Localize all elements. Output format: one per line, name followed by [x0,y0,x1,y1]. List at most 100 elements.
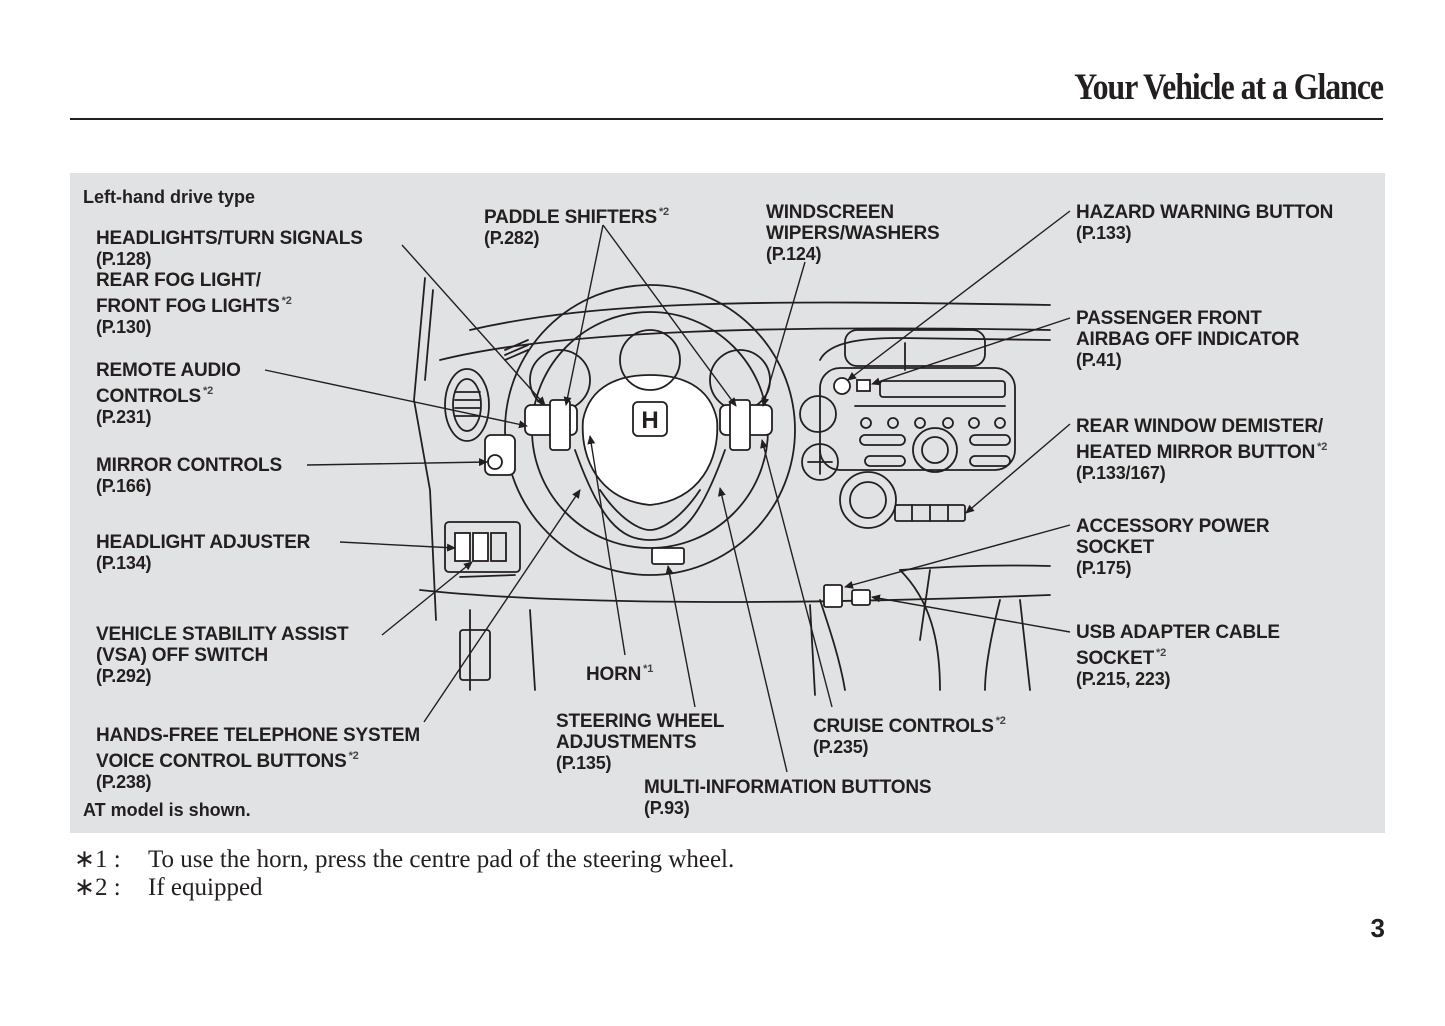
footnote-2-text: If equipped [148,874,263,901]
label-steering-adj-line1: STEERING WHEEL [556,711,725,732]
label-horn: HORN*1 [586,659,653,685]
label-usb-note: *2 [1155,647,1166,659]
label-mirror-page: (P.166) [96,476,152,496]
title-rule [70,118,1383,120]
label-headlights-page: (P.128) [96,249,152,269]
right-vent-upper [799,395,837,433]
label-demister-line1: REAR WINDOW DEMISTER/ [1076,416,1324,437]
leader-horn [587,435,626,656]
audio-unit [819,367,1016,471]
label-wipers-page: (P.124) [766,244,822,264]
footnote-1: ∗1 : To use the horn, press the centre p… [74,846,734,874]
label-usb-page: (P.215, 223) [1076,669,1171,689]
label-mirror: MIRROR CONTROLS (P.166) [96,455,282,497]
glovebox-line [899,564,1051,571]
leader-vsa [381,561,473,636]
label-accessory-page: (P.175) [1076,558,1132,578]
label-airbag-line2: AIRBAG OFF INDICATOR [1076,329,1300,350]
usb-socket [851,589,871,606]
label-handsfree-page: (P.238) [96,772,152,792]
model-note-caption: AT model is shown. [83,800,251,820]
dashboard-diagram-panel: H Left-hand drive type HEADLIGHTS/TURN S… [70,173,1385,833]
label-fog-line1: REAR FOG LIGHT/ [96,270,261,291]
upper-vent [844,329,986,367]
label-accessory-line1: ACCESSORY POWER [1076,516,1270,537]
label-remote-audio-line1: REMOTE AUDIO [96,360,241,381]
page-title: Your Vehicle at a Glance [1074,67,1384,108]
leader-headlight-adj [339,541,456,552]
label-remote-audio-page: (P.231) [96,407,152,427]
label-vsa-page: (P.292) [96,666,152,686]
console-right [984,599,1001,691]
label-airbag: PASSENGER FRONT AIRBAG OFF INDICATOR (P.… [1076,308,1299,371]
dash-lower [419,589,1051,603]
airbag-off-indicator [856,379,871,392]
label-paddle-text: PADDLE SHIFTERS [484,207,657,228]
leader-handsfree [423,489,581,723]
honda-logo: H [641,407,658,434]
label-accessory-line2: SOCKET [1076,537,1154,558]
dash-top-line [469,301,1051,331]
climate-knob [839,471,897,529]
label-accessory: ACCESSORY POWER SOCKET (P.175) [1076,516,1270,579]
label-cruise-page: (P.235) [813,737,869,757]
leader-accessory [844,524,1071,589]
leader-cruise [760,439,833,708]
leader-multi-info [717,487,788,773]
label-cruise-text: CRUISE CONTROLS [813,716,994,737]
label-cruise: CRUISE CONTROLS*2 (P.235) [813,711,1006,758]
label-paddle-page: (P.282) [484,228,540,248]
label-remote-audio-note: *2 [203,385,214,397]
label-mirror-text: MIRROR CONTROLS [96,455,282,476]
label-multi-info-text: MULTI-INFORMATION BUTTONS [644,777,932,798]
hazard-button [833,377,851,395]
label-horn-text: HORN [586,664,642,685]
steering-spoke [574,449,726,541]
footnote-2: ∗2 : If equipped [74,874,734,902]
label-headlight-adjuster: HEADLIGHT ADJUSTER (P.134) [96,532,310,574]
label-airbag-line1: PASSENGER FRONT [1076,308,1262,329]
a-pillar [413,277,437,621]
label-vsa-line2: (VSA) OFF SWITCH [96,645,269,666]
label-demister: REAR WINDOW DEMISTER/ HEATED MIRROR BUTT… [1076,416,1327,484]
label-multi-info: MULTI-INFORMATION BUTTONS (P.93) [644,777,932,819]
label-remote-audio: REMOTE AUDIO CONTROLS*2 (P.231) [96,360,241,428]
label-usb-line2: SOCKET [1076,648,1154,669]
label-steering-adj-line2: ADJUSTMENTS [556,732,697,753]
label-demister-note: *2 [1317,441,1328,453]
label-wipers-line1: WINDSCREEN [766,202,894,223]
dashboard-illustration: H [264,210,1071,773]
label-wipers-line2: WIPERS/WASHERS [766,223,940,244]
label-steering-adj-page: (P.135) [556,753,612,773]
footnote-1-text: To use the horn, press the centre pad of… [148,846,735,873]
leader-paddle-left [563,224,604,406]
label-hazard: HAZARD WARNING BUTTON (P.133) [1076,202,1333,244]
label-cruise-note: *2 [995,715,1006,727]
steering-adjust-lever [651,547,685,565]
footnotes: ∗1 : To use the horn, press the centre p… [74,846,734,902]
footnote-2-mark: ∗2 : [74,874,121,901]
label-handsfree: HANDS-FREE TELEPHONE SYSTEM VOICE CONTRO… [96,725,420,793]
leader-remote-audio [264,369,528,429]
label-horn-note: *1 [643,663,654,675]
label-headlight-adjuster-page: (P.134) [96,553,152,573]
label-paddle-note: *2 [658,206,669,218]
dash-upper-line [439,327,1051,361]
label-paddle-shifters: PADDLE SHIFTERS*2 (P.282) [484,202,669,249]
label-hazard-page: (P.133) [1076,223,1132,243]
label-hazard-text: HAZARD WARNING BUTTON [1076,202,1334,223]
label-usb: USB ADAPTER CABLE SOCKET*2 (P.215, 223) [1076,622,1280,690]
label-headlights-text: HEADLIGHTS/TURN SIGNALS [96,228,363,249]
label-handsfree-line2: VOICE CONTROL BUTTONS [96,751,347,772]
leader-paddle-right [602,224,737,407]
leader-headlights [401,244,546,406]
label-multi-info-page: (P.93) [644,798,690,818]
label-fog-line2: FRONT FOG LIGHTS [96,296,280,317]
label-demister-line2: HEATED MIRROR BUTTON [1076,442,1316,463]
label-remote-audio-line2: CONTROLS [96,386,202,407]
leader-mirror [306,458,488,467]
label-headlight-adjuster-text: HEADLIGHT ADJUSTER [96,532,311,553]
left-air-vent [444,368,490,442]
label-usb-line1: USB ADAPTER CABLE [1076,622,1280,643]
label-wipers: WINDSCREEN WIPERS/WASHERS (P.124) [766,202,940,265]
